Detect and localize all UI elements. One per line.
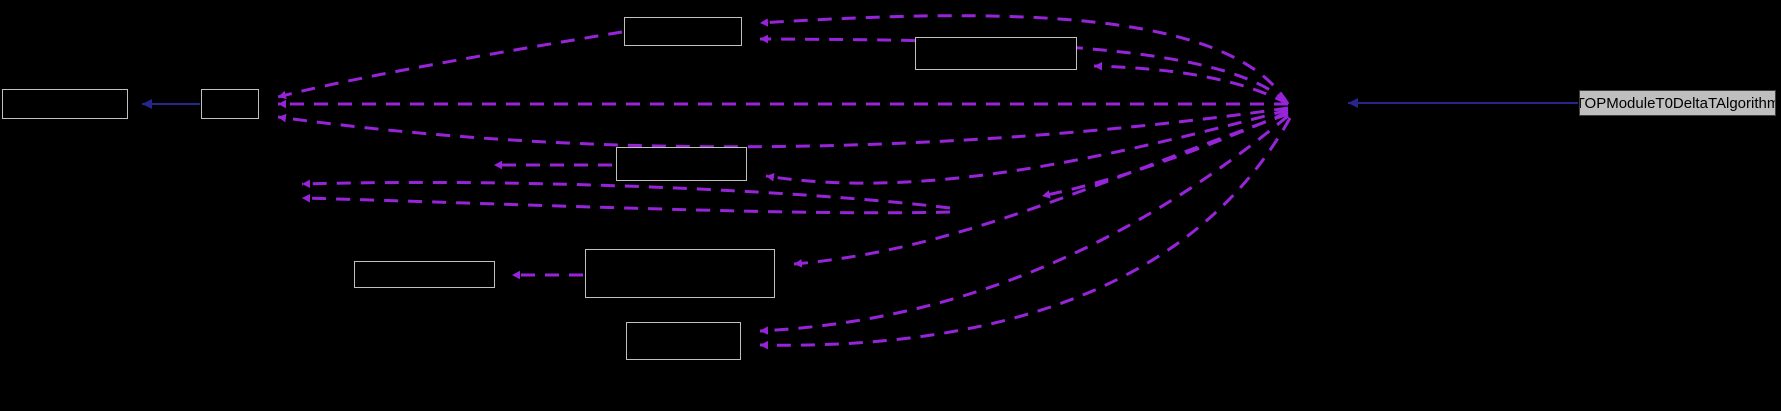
- graph-node-2[interactable]: [624, 17, 742, 46]
- dashed-edges: [277, 14, 1292, 350]
- graph-node-5[interactable]: [354, 261, 495, 288]
- solid-edges: [142, 98, 1578, 109]
- graph-node-3[interactable]: [915, 37, 1077, 70]
- edge-hub-to-n2-b: [759, 34, 1290, 106]
- graph-node-0[interactable]: [2, 89, 128, 119]
- graph-node-4[interactable]: [616, 147, 747, 181]
- edge-hub-to-n1-lower: [277, 106, 1289, 149]
- edge-hub-to-n7-a: [759, 114, 1289, 335]
- edge-hub-to-n6: [793, 112, 1289, 268]
- graph-node-1[interactable]: [201, 89, 259, 119]
- edge-n2-to-n1: [277, 30, 623, 100]
- edge-hub-to-n7-b: [759, 117, 1292, 350]
- graph-node-6[interactable]: [585, 249, 775, 298]
- edge-hub-to-n3: [1093, 61, 1289, 106]
- edge-hub-to-n4: [765, 108, 1289, 185]
- edge-branch-to-left-lower: [301, 193, 951, 215]
- edge-branch-to-left-upper: [301, 179, 951, 210]
- edge-hub-to-n2-a: [759, 14, 1290, 105]
- graph-node-topmodulet0deltatalgorithm-label: TOPModuleT0DeltaTAlgorithm: [1579, 94, 1776, 112]
- graph-node-7[interactable]: [626, 322, 741, 360]
- graph-node-topmodulet0deltatalgorithm[interactable]: TOPModuleT0DeltaTAlgorithm: [1579, 90, 1776, 116]
